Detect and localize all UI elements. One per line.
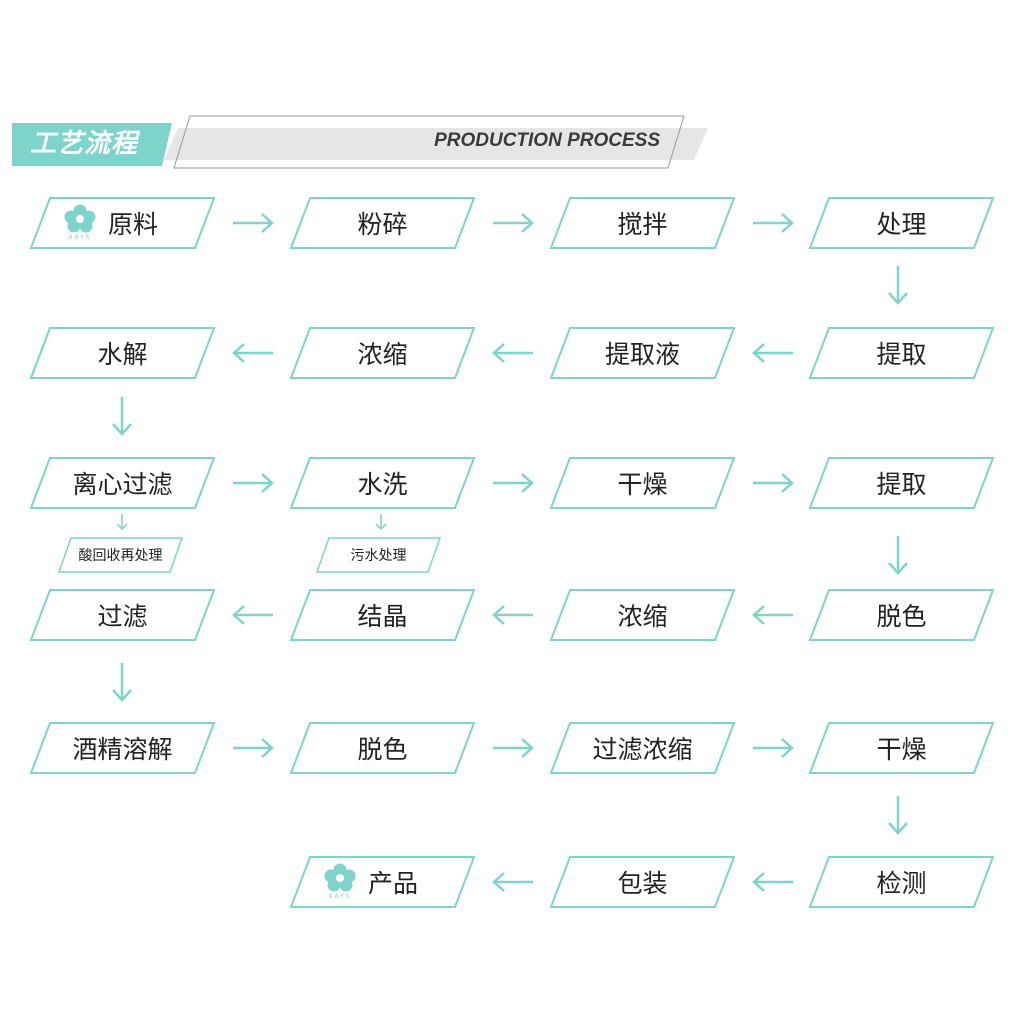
side-step-wastewater: 污水处理 bbox=[315, 537, 442, 573]
step-treat: 处理 bbox=[808, 197, 995, 249]
step-label: 过滤浓缩 bbox=[592, 735, 693, 764]
arrow-right-icon bbox=[492, 738, 534, 758]
step-label: 水洗 bbox=[357, 470, 408, 499]
step-label: 搅拌 bbox=[617, 210, 668, 239]
step-label: 干燥 bbox=[617, 470, 668, 499]
step-decolorize: 脱色 bbox=[808, 589, 995, 641]
step-package: 包装 bbox=[549, 856, 736, 908]
step-filter: 过滤 bbox=[29, 589, 216, 641]
arrow-left-icon bbox=[492, 343, 534, 363]
logo-text: XAYS bbox=[328, 893, 352, 900]
step-label: 脱色 bbox=[357, 735, 408, 764]
step-label: 结晶 bbox=[357, 602, 408, 631]
step-product: XAYS 产品 bbox=[289, 856, 476, 908]
page-title: 工艺流程 bbox=[30, 129, 139, 159]
step-label: 处理 bbox=[876, 210, 927, 239]
arrow-right-icon bbox=[492, 473, 534, 493]
step-extract-liquid: 提取液 bbox=[549, 327, 736, 379]
step-dry: 干燥 bbox=[549, 457, 736, 509]
step-label: 干燥 bbox=[876, 735, 927, 764]
arrow-left-icon bbox=[232, 343, 274, 363]
step-label: 提取液 bbox=[604, 340, 680, 369]
step-crush: 粉碎 bbox=[289, 197, 476, 249]
step-label: 浓缩 bbox=[617, 602, 668, 631]
arrow-down-icon bbox=[888, 535, 908, 575]
step-raw-material: XAYS 原料 bbox=[29, 197, 216, 249]
step-hydrolysis: 水解 bbox=[29, 327, 216, 379]
step-inspect: 检测 bbox=[808, 856, 995, 908]
arrow-right-icon bbox=[752, 213, 794, 233]
arrow-right-icon bbox=[492, 213, 534, 233]
step-water-wash: 水洗 bbox=[289, 457, 476, 509]
step-dry-2: 干燥 bbox=[808, 722, 995, 774]
step-label: 检测 bbox=[876, 869, 927, 898]
step-filter-concentrate: 过滤浓缩 bbox=[549, 722, 736, 774]
side-step-acid-recovery: 酸回收再处理 bbox=[57, 537, 184, 573]
flower-logo-icon: XAYS bbox=[60, 202, 100, 244]
page-subtitle: PRODUCTION PROCESS bbox=[434, 130, 660, 151]
arrow-right-icon bbox=[232, 473, 274, 493]
arrow-right-icon bbox=[752, 738, 794, 758]
arrow-down-icon bbox=[888, 265, 908, 305]
side-step-label: 污水处理 bbox=[350, 548, 407, 564]
step-label: 水解 bbox=[97, 340, 148, 369]
title-outline-shape bbox=[173, 115, 685, 169]
arrow-left-icon bbox=[232, 605, 274, 625]
title-tab-shape bbox=[12, 123, 172, 166]
logo-text: XAYS bbox=[68, 234, 92, 241]
step-label: 原料 bbox=[108, 210, 159, 239]
step-label: 浓缩 bbox=[357, 340, 408, 369]
arrow-left-icon bbox=[492, 605, 534, 625]
header: 工艺流程 PRODUCTION PROCESS bbox=[0, 0, 1024, 200]
step-label: 离心过滤 bbox=[72, 470, 173, 499]
arrow-down-small-icon bbox=[115, 513, 129, 531]
step-extract-2: 提取 bbox=[808, 457, 995, 509]
arrow-down-icon bbox=[888, 795, 908, 835]
step-concentrate: 浓缩 bbox=[289, 327, 476, 379]
flower-logo-icon: XAYS bbox=[320, 861, 360, 903]
step-crystallize: 结晶 bbox=[289, 589, 476, 641]
step-concentrate-2: 浓缩 bbox=[549, 589, 736, 641]
arrow-left-icon bbox=[492, 872, 534, 892]
step-extract: 提取 bbox=[808, 327, 995, 379]
step-label: 产品 bbox=[368, 869, 419, 898]
arrow-down-small-icon bbox=[374, 513, 388, 531]
step-centrifugal-filtration: 离心过滤 bbox=[29, 457, 216, 509]
arrow-left-icon bbox=[752, 605, 794, 625]
side-step-label: 酸回收再处理 bbox=[78, 548, 163, 564]
step-label: 粉碎 bbox=[357, 210, 408, 239]
step-label: 过滤 bbox=[97, 602, 148, 631]
arrow-down-icon bbox=[112, 662, 132, 702]
arrow-right-icon bbox=[232, 738, 274, 758]
arrow-right-icon bbox=[752, 473, 794, 493]
header-decoration bbox=[12, 115, 708, 169]
title-band-shape bbox=[164, 128, 708, 160]
step-label: 包装 bbox=[617, 869, 668, 898]
step-stir: 搅拌 bbox=[549, 197, 736, 249]
step-label: 提取 bbox=[876, 340, 927, 369]
step-alcohol-dissolve: 酒精溶解 bbox=[29, 722, 216, 774]
arrow-right-icon bbox=[232, 213, 274, 233]
arrow-left-icon bbox=[752, 343, 794, 363]
arrow-left-icon bbox=[752, 872, 794, 892]
step-decolorize-2: 脱色 bbox=[289, 722, 476, 774]
step-label: 脱色 bbox=[876, 602, 927, 631]
step-label: 提取 bbox=[876, 470, 927, 499]
arrow-down-icon bbox=[112, 396, 132, 436]
step-label: 酒精溶解 bbox=[72, 735, 173, 764]
